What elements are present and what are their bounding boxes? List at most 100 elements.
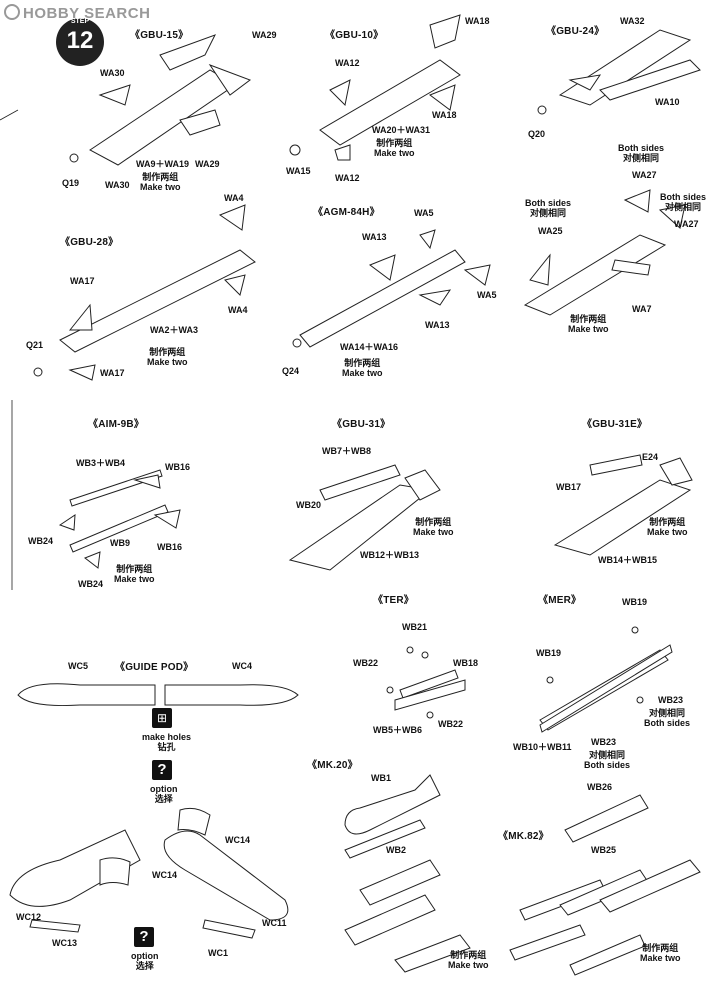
make-cn: 制作两组 [116,564,153,574]
gbu28-part: WA17 [100,368,125,378]
option-en: option [131,951,159,961]
gbu24b-part: WA27 [674,219,699,229]
gbu10-part: WA15 [286,166,311,176]
gbu31-title: 《GBU-31》 [332,419,391,430]
make-en: Make two [448,960,489,971]
agm84h-drawing [292,229,491,348]
page-edge-stroke [0,109,19,121]
gbu15-part: WA29 [195,159,220,169]
both-cn: 对侧相同 [589,750,626,760]
gbu10-part: WA12 [335,58,360,68]
both-en: Both sides [618,143,665,153]
guidepod-part: WC5 [68,661,88,671]
gbu31e-title: 《GBU-31E》 [582,419,648,430]
make-cn: 制作两组 [570,314,607,324]
guidepod-part: WC14 [152,870,178,880]
make-en: Make two [114,574,155,585]
mk82-drawing [509,794,701,976]
aim9b-part: WB16 [157,542,183,552]
mer-title: 《MER》 [538,595,582,606]
mk20-part: WB2 [386,845,406,855]
mk82-title: 《MK.82》 [498,831,549,842]
make-en: Make two [413,527,454,538]
step-label: STEP [70,18,90,25]
make-en: Make two [647,527,688,538]
gbu15-drawing [69,34,252,166]
ter-drawing [386,646,466,719]
gbu31-drawing [288,464,441,571]
gbu28-part: Q21 [26,340,44,350]
gbu10-part: WA18 [465,16,490,26]
guidepod-part: WC1 [208,948,228,958]
mk20-title: 《MK.20》 [307,760,358,771]
agm84h-part: WA13 [362,232,387,242]
option-cn: 选择 [154,794,173,805]
aim9b-title: 《AIM-9B》 [88,419,145,430]
aim9b-part: WB16 [165,462,191,472]
gbu10-part: WA18 [432,110,457,120]
both-en: Both sides [644,718,691,729]
mer-part: WB19 [622,597,648,607]
agm84h-part: WA5 [477,290,497,300]
make-en: Make two [640,953,681,964]
gbu31-part: WB7＋WB8 [322,446,371,456]
mer-part: WB23 [658,695,684,705]
gbu10-drawing [289,14,461,161]
make-en: Make two [140,182,181,193]
gbu31e-part: E24 [642,452,659,462]
mk20-part: WB1 [371,773,391,783]
mk82-part: WB25 [591,845,617,855]
gbu10-title: 《GBU-10》 [325,30,384,41]
agm84h-part: WA5 [414,208,434,218]
option-cn: 选择 [135,961,154,972]
guidepod-part: WC12 [16,912,42,922]
mer-part: WB19 [536,648,562,658]
gbu24-part: WA10 [655,97,680,107]
step-badge: STEP 12 [56,18,104,66]
agm84h-part: Q24 [282,366,300,376]
make-en: Make two [147,357,188,368]
gbu28-part: WA17 [70,276,95,286]
gbu10-part: WA20＋WA31 [372,125,431,135]
ter-title: 《TER》 [373,595,414,606]
gbu24b-part: WA25 [538,226,563,236]
gbu28-title: 《GBU-28》 [60,237,119,248]
aim9b-part: WB9 [110,538,130,548]
make-cn: 制作两组 [415,517,452,527]
mer-drawing [539,626,673,733]
guidepod-part: WC14 [225,835,251,845]
guidepod-drawing [9,683,299,939]
gbu28-drawing [33,204,256,381]
guidepod-part: WC13 [52,938,78,948]
gbu24b-part: WA27 [632,170,657,180]
aim9b-part: WB3＋WB4 [76,458,125,468]
mk20-drawing [344,774,471,973]
both-en: Both sides [525,198,572,208]
watermark-text: HOBBY SEARCH [23,5,151,22]
make-cn: 制作两组 [149,347,186,357]
both-cn: 对侧相同 [649,708,686,718]
guidepod-part: WC11 [262,918,287,928]
gbu15-part: WA30 [105,180,130,190]
gbu24b-part: WA7 [632,304,652,314]
option-en: option [150,784,178,794]
gbu24-part: WA32 [620,16,645,26]
watermark-logo-icon [4,4,20,20]
holes-en: make holes [142,732,192,742]
aim9b-part: WB24 [78,579,104,589]
ter-part: WB22 [438,719,464,729]
mer-part: WB23 [591,737,617,747]
aim9b-part: WB24 [28,536,54,546]
